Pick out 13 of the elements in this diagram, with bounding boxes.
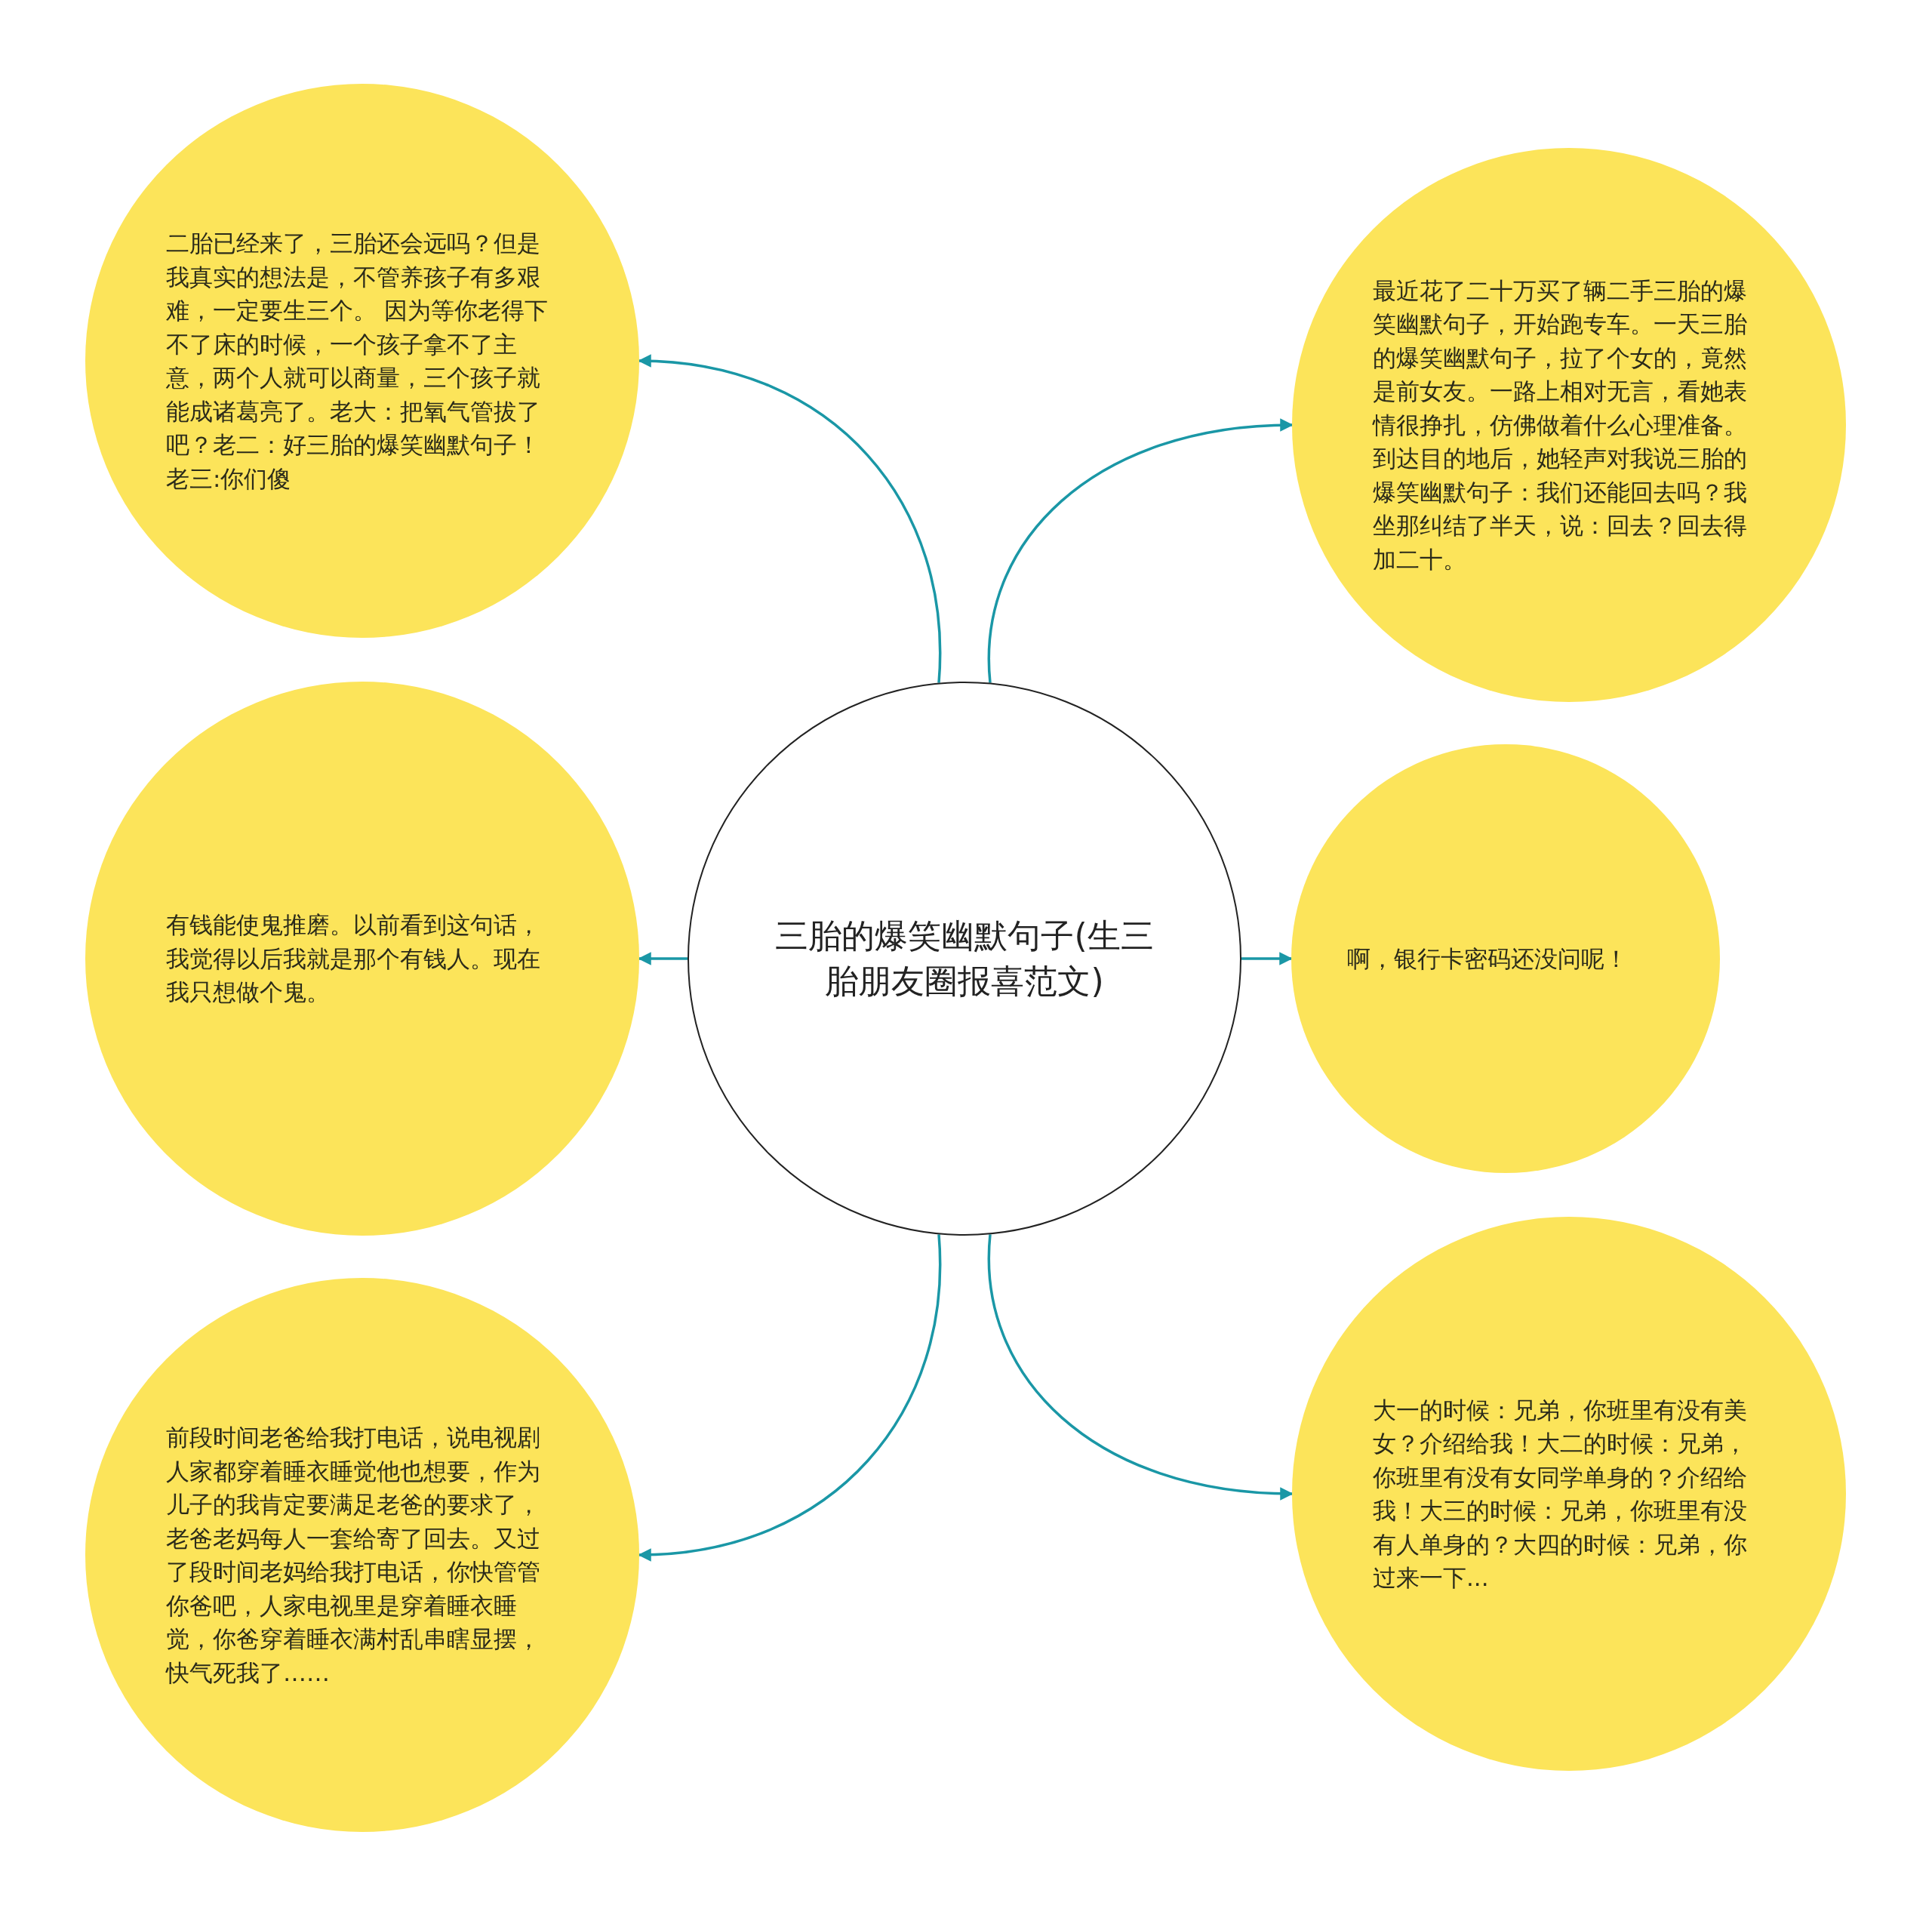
- arrow: [1241, 952, 1293, 965]
- quote-text: 啊，银行卡密码还没问呢！: [1347, 944, 1629, 974]
- arrow: [988, 1234, 1294, 1500]
- quote-text: 有钱能使鬼推磨。以前看到这句话，我觉得以后我就是那个有钱人。现在我只想做个鬼。: [166, 910, 541, 1008]
- arrow: [988, 419, 1294, 683]
- arrow: [638, 1234, 942, 1561]
- quote-text: 前段时间老爸给我打电话，说电视剧人家都穿着睡衣睡觉他也想要，作为儿子的我肯定要满足老爸的要求了，老爸老妈每人一套给寄了回去。又过了段时间老妈给我打电话，你快管管你爸吧，人家电视里是穿着睡衣睡觉，你爸穿着睡衣满村乱串瞎显摆，快气死我了……: [166, 1423, 541, 1688]
- quote-text: 二胎已经来了，三胎还会远吗？但是我真实的想法是，不管养孩子有多艰难，一定要生三个。 因为等你老得下不了床的时候，一个孩子拿不了主意，两个人就可以商量，三个孩子就能成诸葛亮了。老大：把氧气管拔了吧？老二：好三胎的爆笑幽默句子！老三:你们傻: [166, 229, 549, 494]
- arrow: [638, 952, 688, 965]
- quote-text: 大一的时候：兄弟，你班里有没有美女？介绍给我！大二的时候：兄弟，你班里有没有女同学单身的？介绍给我！大三的时候：兄弟，你班里有没有人单身的？大四的时候：兄弟，你过来一下...: [1373, 1395, 1748, 1593]
- arrow: [638, 355, 941, 683]
- quote-text: 最近花了二十万买了辆二手三胎的爆笑幽默句子，开始跑专车。一天三胎的爆笑幽默句子，拉了个女的，竟然是前女友。一路上相对无言，看她表情很挣扎，仿佛做着什么心理准备。到达目的地后，她轻声对我说三胎的爆笑幽默句子：我们还能回去吗？我坐那纠结了半天，说：回去？回去得加二十。: [1373, 276, 1748, 574]
- topic-text: 三胎的爆笑幽默句子(生三胎朋友圈报喜范文): [774, 916, 1155, 1002]
